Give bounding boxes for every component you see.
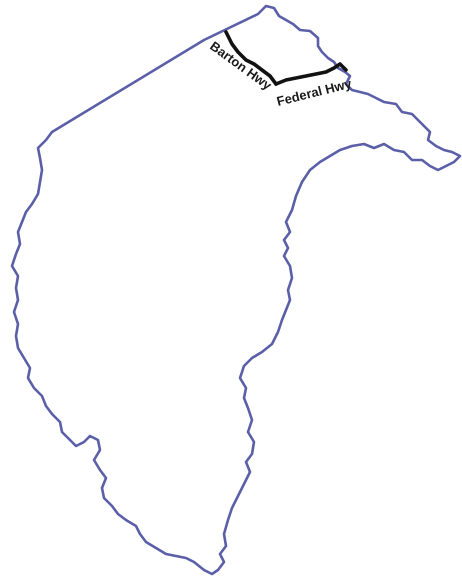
territory-boundary (10, 4, 462, 576)
barton-hwy-road (224, 30, 278, 86)
federal-hwy-road (274, 62, 348, 86)
barton-hwy-label: Barton Hwy (207, 38, 275, 93)
